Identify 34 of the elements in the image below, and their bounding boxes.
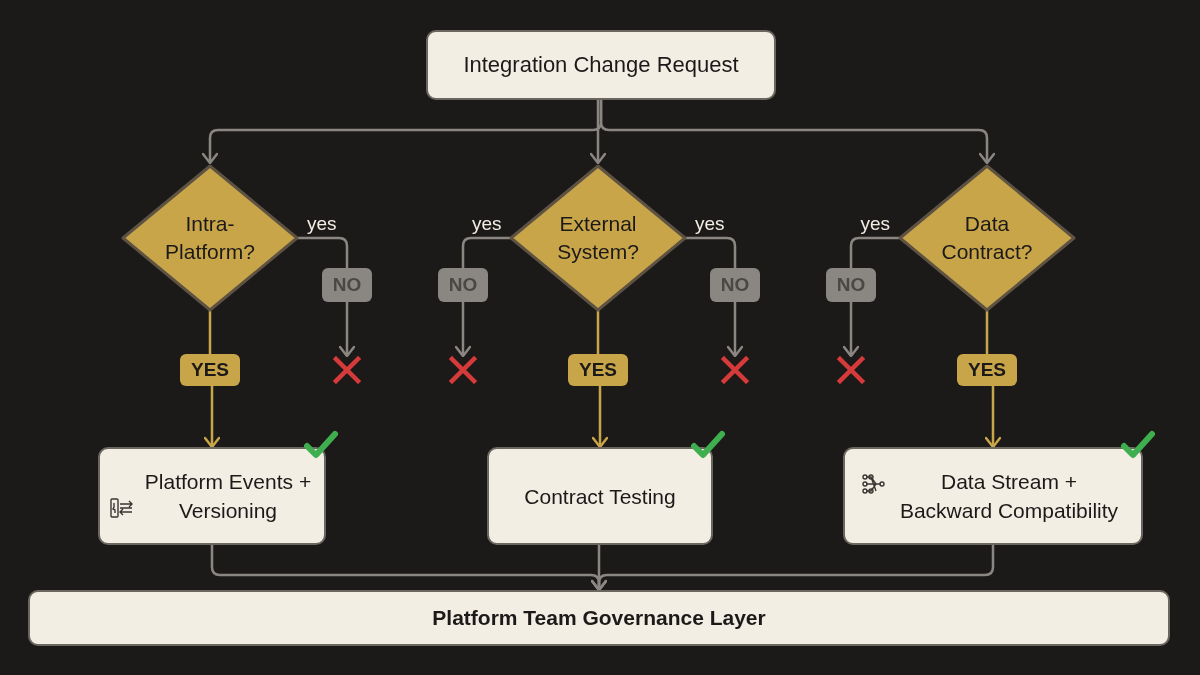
arrow <box>591 386 609 449</box>
yes-tag: YES <box>957 354 1017 386</box>
decision-diamond <box>120 163 300 313</box>
governance-bar <box>28 590 1170 646</box>
arrow <box>984 386 1002 449</box>
no-tag: NO <box>710 268 760 302</box>
cross-icon <box>449 356 477 384</box>
node-label: Platform Team Governance Layer <box>432 606 766 630</box>
node-label: External System? <box>556 211 640 265</box>
arrow <box>590 545 995 592</box>
process-box <box>426 30 776 100</box>
node-label: Intra-Platform? <box>164 211 256 265</box>
cross-icon <box>837 356 865 384</box>
node-label: Platform Events + Versioning <box>143 469 313 524</box>
decision-diamond <box>897 163 1077 313</box>
arrow <box>338 302 356 358</box>
yes-tag: YES <box>568 354 628 386</box>
arrow <box>203 386 221 449</box>
arrow <box>726 302 744 358</box>
no-tag: NO <box>826 268 876 302</box>
arrow <box>454 302 472 358</box>
arrow <box>589 100 607 165</box>
cross-icon <box>721 356 749 384</box>
node-label: Data Contract? <box>940 211 1034 265</box>
arrow <box>599 100 996 165</box>
no-tag: NO <box>438 268 488 302</box>
node-label: Contract Testing <box>524 483 676 510</box>
yes-tag: YES <box>180 354 240 386</box>
arrow <box>842 302 860 358</box>
cross-icon <box>333 356 361 384</box>
node-label: Data Stream + Backward Compatibility <box>898 469 1120 524</box>
node-label: Integration Change Request <box>463 52 739 78</box>
no-tag: NO <box>322 268 372 302</box>
decision-diamond <box>508 163 688 313</box>
